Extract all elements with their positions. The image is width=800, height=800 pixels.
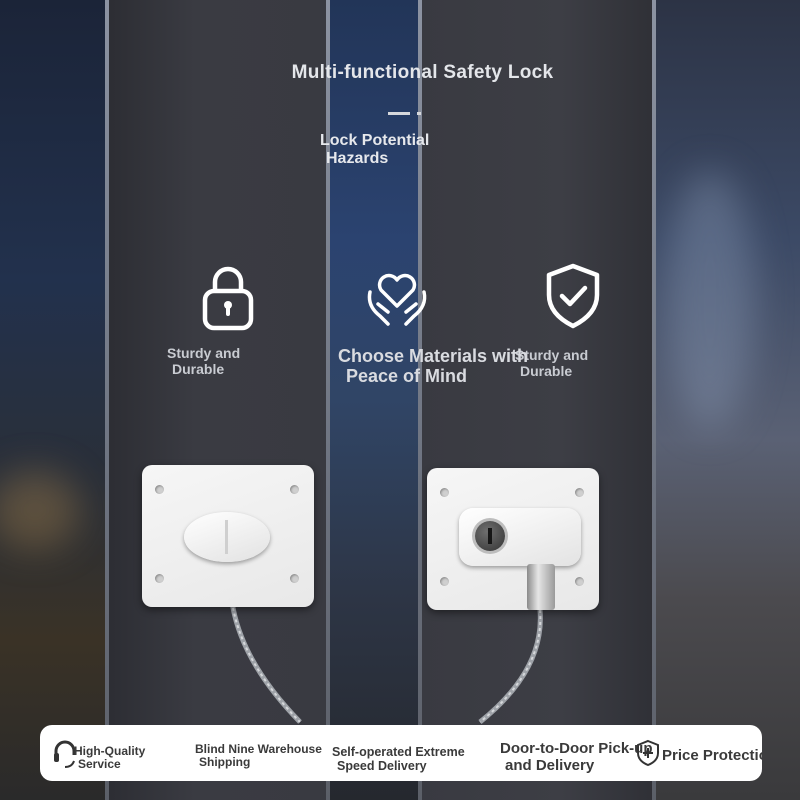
- background-blur-left: [0, 0, 110, 800]
- screw: [155, 574, 164, 583]
- headset-icon: [54, 740, 76, 768]
- left-door-panel: [105, 0, 330, 800]
- door-edge: [652, 0, 656, 800]
- service-item-line: Speed Delivery: [337, 759, 427, 773]
- screw: [575, 488, 584, 497]
- feature-label-line: Durable: [520, 363, 573, 379]
- feature-label-line: Durable: [172, 361, 225, 377]
- screw: [440, 488, 449, 497]
- service-item-line: and Delivery: [505, 757, 595, 774]
- lock-body: [459, 508, 581, 566]
- screw: [290, 485, 299, 494]
- background-blur-right: [650, 0, 800, 800]
- service-item-line: Blind Nine Warehouse: [195, 742, 322, 756]
- page-title: Multi-functional Safety Lock: [291, 62, 554, 83]
- service-item: Self-operated Extreme Speed Delivery: [332, 745, 465, 773]
- service-item-line: Price Protection: [662, 747, 762, 764]
- lock-plate: [427, 468, 599, 610]
- service-item-line: High-Quality: [74, 744, 146, 758]
- service-item: Price Protection: [662, 747, 762, 764]
- feature-label-line: Choose Materials with: [338, 346, 529, 366]
- feature-label: Sturdy and Durable: [167, 345, 240, 377]
- service-item-line: Service: [78, 757, 121, 771]
- feature-label: Sturdy and Durable: [515, 347, 588, 379]
- screw: [155, 485, 164, 494]
- service-item-line: Self-operated Extreme: [332, 745, 465, 759]
- subtitle-line: Lock Potential: [320, 132, 430, 149]
- feature-label: Choose Materials with Peace of Mind: [338, 346, 528, 386]
- warm-light: [0, 470, 80, 550]
- service-item-line: Shipping: [199, 755, 251, 769]
- screw: [440, 577, 449, 586]
- door-gap: [330, 0, 420, 800]
- subtitle: Lock Potential Hazards: [320, 132, 480, 168]
- cable-ferrule: [527, 564, 555, 610]
- service-bar: High-Quality Service Blind Nine Warehous…: [40, 725, 762, 781]
- heart-hands-icon: [367, 273, 427, 326]
- service-item: Door-to-Door Pick-up and Delivery: [500, 740, 652, 774]
- window-glow: [665, 170, 755, 430]
- screw: [290, 574, 299, 583]
- service-item-line: Door-to-Door Pick-up: [500, 740, 653, 757]
- divider-dot: [417, 112, 421, 115]
- shield-check-icon: [546, 263, 600, 329]
- screw: [575, 577, 584, 586]
- feature-label-line: Sturdy and: [167, 345, 241, 361]
- service-item: High-Quality Service: [74, 745, 145, 771]
- cable-anchor-plate: [142, 465, 314, 607]
- feature-label-line: Peace of Mind: [346, 366, 468, 386]
- door-edge: [105, 0, 109, 800]
- shield-plus-icon: [637, 739, 659, 767]
- keyhole-icon: [475, 521, 505, 551]
- cable-anchor-knob: [184, 512, 270, 562]
- feature-label-line: Sturdy and: [515, 347, 589, 363]
- door-edge: [418, 0, 422, 800]
- right-door-panel: [420, 0, 655, 800]
- subtitle-line: Hazards: [326, 150, 389, 167]
- door-edge: [326, 0, 330, 800]
- padlock-icon: [202, 266, 254, 331]
- service-item: Blind Nine Warehouse Shipping: [195, 743, 322, 769]
- divider: [388, 112, 410, 115]
